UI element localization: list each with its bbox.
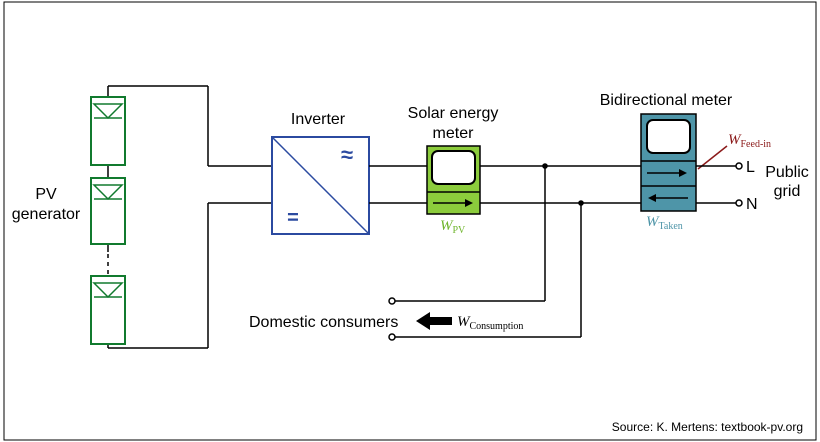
inverter-label: Inverter: [291, 111, 346, 128]
bidirectional-meter-label: Bidirectional meter: [600, 92, 733, 109]
diagram-frame: [3, 1, 817, 441]
inverter-ac-symbol: ≈: [341, 142, 353, 167]
w-pv-label: WPV: [440, 218, 466, 236]
solar-meter-label: meter: [433, 125, 475, 142]
w-taken-label: WTaken: [646, 214, 683, 232]
public-grid-label: Public: [765, 164, 809, 181]
w-feed-in-label: WFeed-in: [728, 132, 771, 150]
pv-module: [90, 275, 126, 345]
w-consumption-label: WConsumption: [457, 314, 523, 332]
pv-generator-label: PV: [35, 186, 57, 203]
consumer-terminal: [388, 297, 396, 305]
terminal-N-label: N: [746, 196, 758, 213]
source-credit: Source: K. Mertens: textbook-pv.org: [612, 420, 803, 434]
pv-generator-label: generator: [12, 206, 81, 223]
solar-energy-meter: [426, 145, 481, 215]
domestic-consumers-label: Domestic consumers: [249, 314, 398, 331]
terminal-L-label: L: [746, 159, 755, 176]
bidirectional-meter: [640, 113, 697, 212]
public-grid-label: grid: [774, 183, 801, 200]
grid-terminal-N: [735, 199, 743, 207]
inverter: [271, 136, 370, 235]
pv-module: [90, 96, 126, 166]
solar-meter-label: Solar energy: [408, 105, 499, 122]
consumption-arrow-icon: [416, 312, 452, 330]
inverter-dc-symbol: =: [287, 207, 299, 229]
grid-terminal-L: [735, 162, 743, 170]
pv-module: [90, 177, 126, 245]
feed-in-pointer: [697, 145, 728, 170]
consumer-terminal: [388, 333, 396, 341]
pv-generator: [90, 85, 272, 349]
